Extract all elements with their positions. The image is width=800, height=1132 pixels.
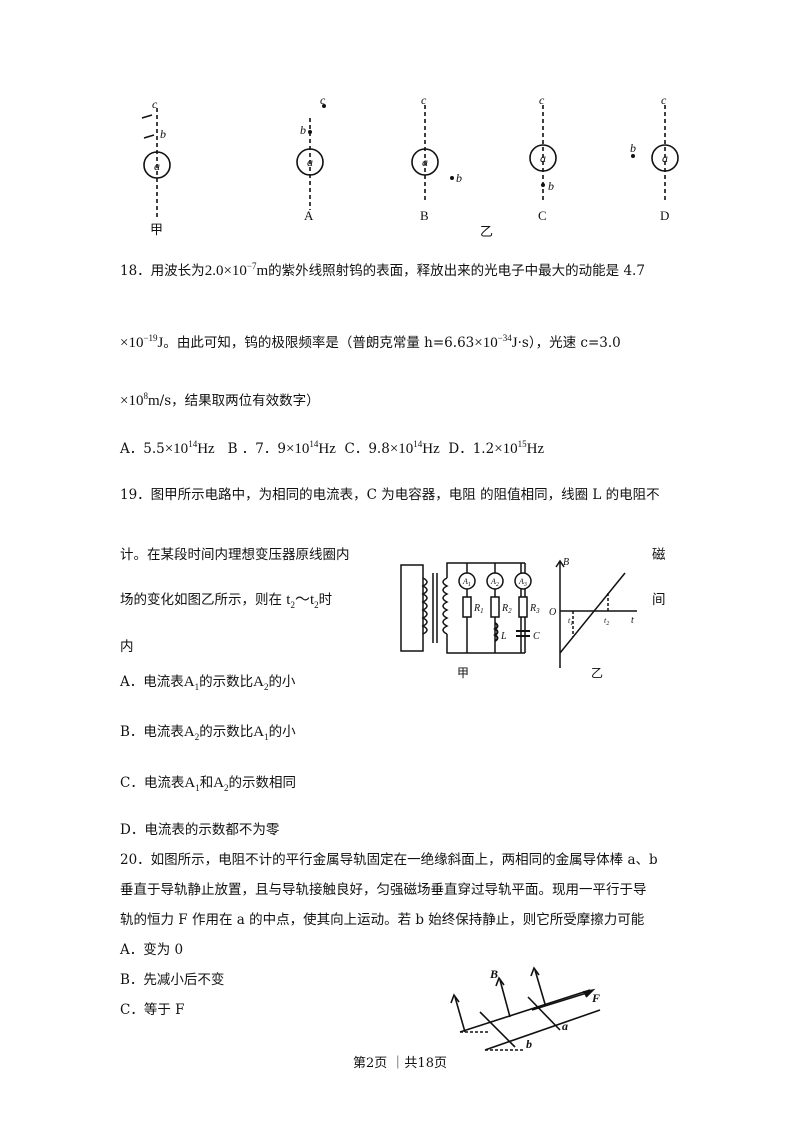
fig-top-label-D: D [660,208,669,223]
rails-a: a [562,1019,568,1033]
q19-line2: 计。在某段时间内理想变压器原线圈内 [120,547,350,563]
fig-top-label-A: A [304,208,314,223]
q18-option-C: C．9.8×1014Hz [344,439,440,457]
graph-t1: t1 [568,616,573,627]
fig-top-label-B: B [420,208,429,223]
fig-top-c-B: c [421,93,427,107]
fig-top-label-C: C [538,208,547,223]
circuit-A3: A3 [518,577,527,588]
graph-t2: t2 [604,616,609,627]
q19-option-D: D．电流表的示数都不为零 [120,822,280,838]
q20-option-C: C．等于 F [120,1002,185,1018]
circuit-label-jia: 甲 [457,666,469,680]
circuit-R2: R2 [501,603,512,615]
q18-wavelength: 2.0×10−7m [204,261,269,279]
figure-rails: B F a b [450,966,601,1051]
q19-option-C: C．电流表A1和A2的示数相同 [120,775,297,793]
q18-options: A．5.5×1014Hz B ．7．9×1014Hz C．9.8×1014Hz … [120,434,544,459]
fig-top-b-C: b [548,179,554,193]
rails-b: b [526,1037,532,1051]
q19-line3-right: 间 [652,592,666,608]
circuit-L: L [500,631,507,642]
q19-line3: 场的变化如图乙所示，则在 t2～t2时 [120,592,333,610]
q18-option-B: B ．7．9×1014Hz [227,439,336,457]
graph-t: t [631,615,634,626]
q20-option-B: B．先减小后不变 [120,972,225,988]
fig-top-a-jia: a [154,159,160,173]
fig-top-label-jia: 甲 [150,222,163,237]
fig-top-b-B: b [456,171,462,185]
fig-top-b-D: b [630,141,636,155]
q19-line2-right: 磁 [652,547,666,563]
graph-B: B [563,557,569,568]
q19-line4: 内 [120,639,134,655]
q20-option-A: A．变为 0 [120,942,184,958]
q20-line1: 20．如图所示，电阻不计的平行金属导轨固定在一绝缘斜面上，两相同的金属导体棒 a… [120,852,658,868]
graph-O: O [549,607,556,618]
figure-magnet-positions: c b a c b a c b a c b a c b a 甲 A B C D … [141,93,679,239]
rails-B: B [489,967,498,981]
circuit-R1: R1 [473,603,484,615]
page-footer: 第2页 ｜共18页 [353,1056,447,1071]
q18-option-D: D．1.2×1015Hz [448,439,545,457]
fig-top-c-C: c [539,93,545,107]
fig-top-label-yi: 乙 [480,224,493,239]
fig-top-c-D: c [661,93,667,107]
circuit-R3: R3 [529,603,540,615]
fig-top-a-D: a [662,151,668,165]
circuit-A1: A1 [462,577,471,588]
q19-option-A: A．电流表A1的示数比A2的小 [120,674,296,692]
q18-line1: 18．用波长为2.0×10−7m的紫外线照射钨的表面，释放出来的光电子中最大的动… [120,261,645,279]
fig-top-a-B: a [422,155,428,169]
q20-line2: 垂直于导轨静止放置，且与导轨接触良好，匀强磁场垂直穿过导轨平面。现用一平行于导 [120,882,647,898]
q18-line2: ×10−19J。由此可知，钨的极限频率是（普朗克常量 h=6.63×10−34J… [120,333,621,351]
fig-top-c-A: c [320,93,326,107]
q18-option-A: A．5.5×1014Hz [120,439,215,457]
graph-label-yi: 乙 [591,666,603,680]
q19-line1: 19．图甲所示电路中，为相同的电流表，C 为电容器，电阻 的阻值相同，线圈 L … [120,487,660,503]
q19-option-B: B．电流表A2的示数比A1的小 [120,724,296,742]
rails-F: F [591,991,600,1005]
circuit-A2: A2 [490,577,499,588]
circuit-C: C [533,631,540,642]
fig-top-b-jia: b [160,127,166,141]
fig-top-a-A: a [307,155,313,169]
q20-line3: 轨的恒力 F 作用在 a 的中点，使其向上运动。若 b 始终保持静止，则它所受摩… [120,912,645,928]
figure-circuit: A1 A2 A3 R1 R2 R3 L C B O t t1 t2 甲 乙 [400,557,637,680]
fig-top-c-jia: c [152,97,158,111]
q18-line3: ×108m/s，结果取两位有效数字） [120,391,320,409]
fig-top-a-C: a [540,151,546,165]
fig-top-b-A: b [300,123,306,137]
